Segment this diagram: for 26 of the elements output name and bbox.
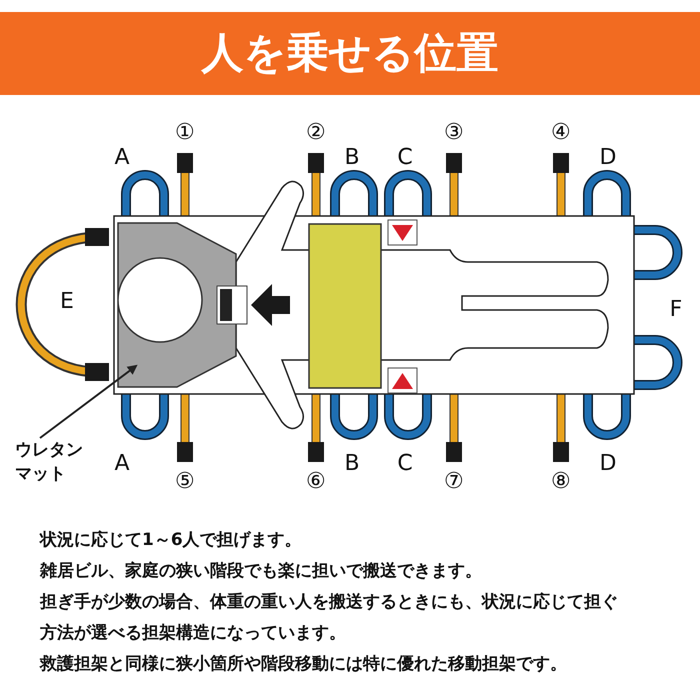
description-text: 救護担架と同様に狭小箇所や階段移動には特に優れた移動担架です。 bbox=[40, 653, 568, 676]
position-letter: A bbox=[114, 147, 130, 169]
description-text: 状況に応じて1～6人で担げます。 bbox=[40, 529, 303, 552]
handle-number: ⑤ bbox=[175, 471, 195, 493]
handle-number: ② bbox=[306, 122, 326, 144]
position-letter: D bbox=[600, 147, 616, 169]
position-letter: E bbox=[60, 291, 74, 313]
leader-line bbox=[39, 364, 138, 439]
handle-number: ④ bbox=[551, 122, 571, 144]
description-text: 担ぎ手が少数の場合、体重の重い人を搬送するときにも、状況に応じて担ぐ方法が選べる担架構造になっています。 bbox=[40, 591, 619, 645]
urethane-mat bbox=[117, 222, 238, 388]
handle-number: ⑦ bbox=[444, 471, 464, 493]
position-letter: C bbox=[397, 453, 413, 475]
position-letter: B bbox=[344, 453, 360, 475]
position-letter: C bbox=[397, 147, 413, 169]
handle-number: ③ bbox=[444, 122, 464, 144]
description-text: 雑居ビル、家庭の狭い階段でも楽に担いで搬送できます。 bbox=[40, 560, 483, 583]
handle-number: ⑥ bbox=[306, 471, 326, 493]
position-letter: B bbox=[344, 147, 360, 169]
mat-label: ウレタンマット bbox=[15, 438, 90, 486]
handle-number: ⑧ bbox=[551, 471, 571, 493]
position-letter: F bbox=[670, 299, 682, 321]
title: 人を乗せる位置 bbox=[202, 28, 498, 77]
position-letter: A bbox=[114, 453, 130, 475]
handle-number: ① bbox=[175, 122, 195, 144]
position-letter: D bbox=[600, 453, 616, 475]
